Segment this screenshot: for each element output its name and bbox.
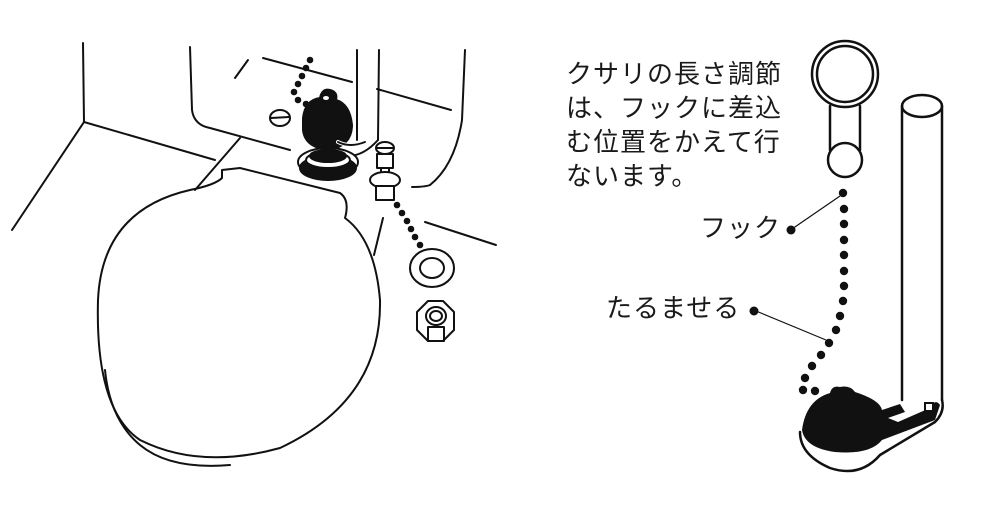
hex-nut	[416, 300, 455, 342]
slack-label: たるませる	[606, 294, 741, 324]
screw-icon	[269, 109, 291, 127]
adjustment-note: クサリの長さ調節は、フックに差込む位置をかえて行ないます。	[566, 58, 782, 194]
washer	[409, 248, 455, 288]
chain-right	[798, 188, 849, 396]
leader-lines	[755, 195, 841, 341]
bolt	[369, 141, 401, 201]
overflow-pipe-right	[900, 93, 944, 412]
flapper-seat	[297, 147, 359, 181]
label-bullets	[749, 225, 796, 316]
slack-bullet-icon	[749, 306, 759, 316]
note-line: ないます。	[566, 162, 699, 192]
note-line: は、フックに差込	[566, 94, 783, 124]
float	[96, 167, 382, 467]
tank-walls	[11, 42, 497, 256]
note-line: む位置をかえて行	[566, 128, 781, 158]
hook-bullet-icon	[786, 225, 796, 235]
flapper-left	[302, 88, 367, 151]
hook-lever	[810, 39, 880, 179]
chain-left	[290, 56, 424, 249]
note-line: クサリの長さ調節	[566, 60, 783, 90]
hook-label: フック	[700, 214, 782, 244]
flapper-right	[802, 386, 940, 453]
